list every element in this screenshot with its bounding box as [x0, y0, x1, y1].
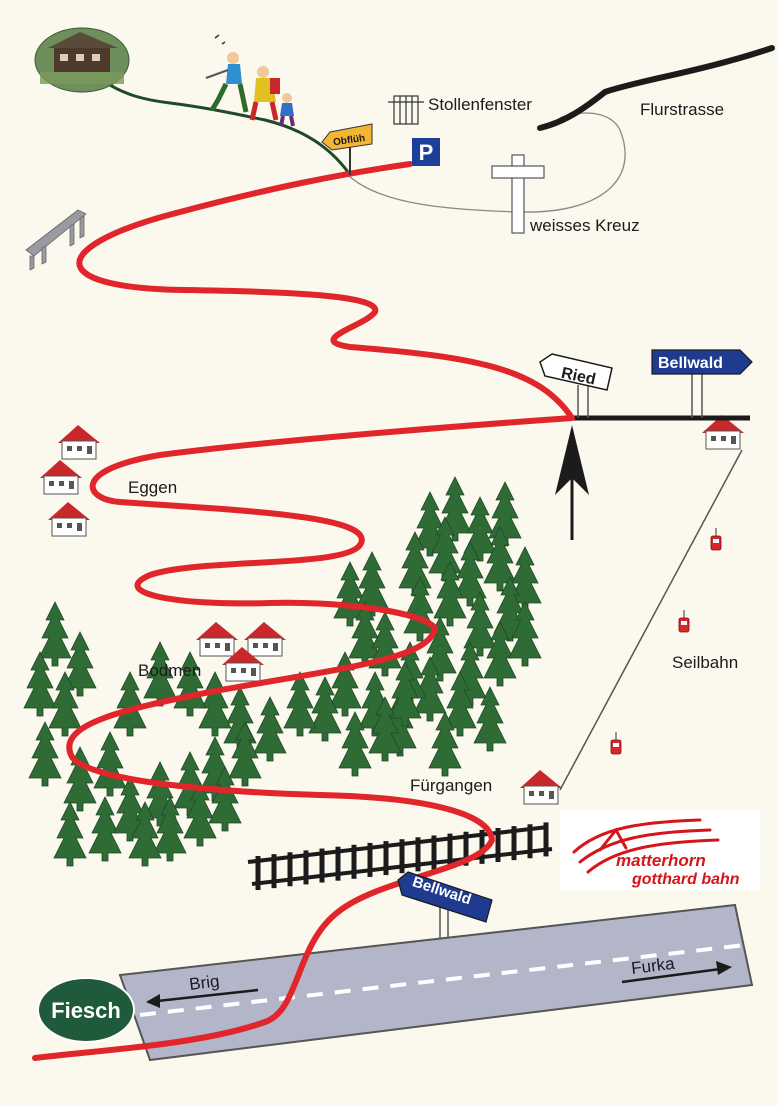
bellwald-bottom-signpost: Bellwald: [397, 871, 493, 938]
gondola-icon: [610, 731, 622, 755]
gondola-icon: [710, 527, 722, 551]
white-cross-icon: [491, 154, 545, 234]
hiking-route: [32, 161, 575, 1061]
hikers-illustration: [205, 34, 295, 127]
bodmen-label: Bodmen: [138, 661, 201, 680]
bench-icon: [25, 209, 87, 271]
fir-tree-icon: [93, 731, 127, 797]
main-road: [118, 903, 754, 1062]
obfluh-signpost: Obflüh: [321, 123, 373, 175]
logo-line2: gotthard bahn: [631, 871, 740, 888]
bellwald-top-signpost: Bellwald: [651, 349, 753, 418]
brig-direction: Brig: [146, 971, 259, 1008]
fir-tree-icon: [253, 696, 287, 762]
fir-tree-icon: [23, 651, 57, 717]
eggen-label: Eggen: [128, 478, 177, 497]
parking-sign: P: [412, 138, 440, 166]
flurstrasse-label: Flurstrasse: [640, 100, 724, 119]
fuergangen-label: Fürgangen: [410, 776, 492, 795]
matterhorn-gotthard-bahn-logo: matterhorn gotthard bahn: [560, 810, 760, 890]
seilbahn-label: Seilbahn: [672, 653, 738, 672]
fiesch-badge: Fiesch: [37, 977, 135, 1043]
fir-tree-icon: [113, 671, 147, 737]
ried-signpost: Ried: [539, 353, 613, 418]
fir-tree-icon: [283, 671, 317, 737]
tunnel-window-icon: [388, 95, 424, 125]
weisses-kreuz-label: weisses Kreuz: [529, 216, 640, 235]
parking-icon: P: [419, 140, 434, 165]
fir-tree-icon: [28, 721, 62, 787]
bodmen-houses: [195, 621, 287, 682]
railway-track: [247, 822, 553, 890]
eggen-houses: [39, 424, 101, 537]
logo-line1: matterhorn: [616, 851, 706, 870]
obfluh-sign-label: Obflüh: [332, 133, 365, 148]
upper-trail: [104, 80, 350, 173]
mountain-hut-image: [34, 27, 130, 93]
cable-car-line: [559, 449, 743, 791]
brig-label: Brig: [188, 971, 220, 994]
stollenfenster-label: Stollenfenster: [428, 95, 532, 114]
ried-sign-label: Ried: [560, 365, 597, 389]
flurstrasse-road: [537, 45, 775, 131]
forest: [23, 476, 542, 867]
fuergangen-station-house: [519, 769, 563, 805]
footpath-to-cross: [347, 112, 626, 213]
north-arrow-icon: [555, 425, 589, 540]
gondola-icon: [678, 609, 690, 633]
fir-tree-icon: [368, 611, 402, 677]
fiesch-label: Fiesch: [51, 998, 121, 1023]
fir-tree-icon: [38, 601, 72, 667]
bellwald-top-sign-label: Bellwald: [658, 355, 723, 372]
fir-tree-icon: [53, 801, 87, 867]
